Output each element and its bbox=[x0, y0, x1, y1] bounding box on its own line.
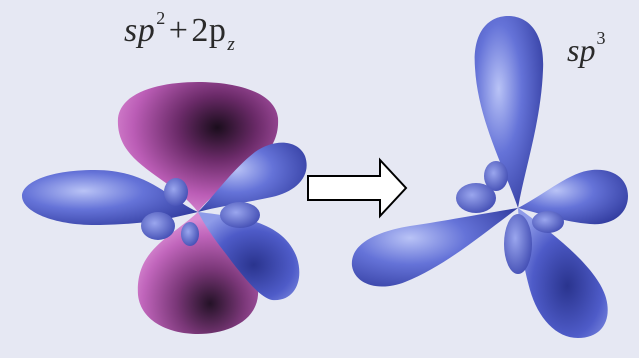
sp2-superscript: 2 bbox=[156, 8, 166, 28]
p-orbital-letter: p bbox=[208, 12, 227, 49]
sp2-plus-2pz-label: sp2+2pz bbox=[124, 8, 235, 56]
pz-coefficient: 2 bbox=[191, 12, 209, 49]
sp2-backlobe-lower-left bbox=[141, 212, 175, 240]
sp3-backlobe-lower bbox=[504, 214, 532, 274]
sp3-label: sp3 bbox=[567, 28, 605, 69]
sp3-lobe-right bbox=[518, 169, 628, 225]
sp3-backlobe-right bbox=[532, 211, 564, 233]
sp3-base-text: sp bbox=[567, 32, 596, 68]
sp3-backlobe-upper bbox=[484, 161, 508, 191]
sp3-lobe-bottom-right bbox=[518, 208, 608, 338]
sp3-lobe-top bbox=[474, 16, 544, 208]
sp3-superscript: 3 bbox=[596, 28, 606, 48]
sp2-base-text: sp bbox=[124, 12, 156, 49]
plus-sign: + bbox=[168, 12, 189, 49]
sp2-backlobe-lower bbox=[181, 222, 199, 246]
sp2-pz-orbital-model bbox=[22, 82, 307, 334]
pz-lobe-top bbox=[117, 82, 279, 212]
sp3-orbital-model bbox=[351, 16, 628, 338]
sp2-lobe-upper-right bbox=[198, 142, 307, 212]
right-arrow-icon bbox=[307, 157, 408, 219]
sp2-lobe-lower-right bbox=[198, 212, 300, 301]
sp3-backlobe-left bbox=[456, 183, 496, 213]
sp2-backlobe-upper-left bbox=[164, 178, 188, 206]
sp2-backlobe-right bbox=[220, 202, 260, 228]
z-subscript: z bbox=[227, 34, 236, 55]
sp2-lobe-left bbox=[22, 170, 198, 226]
sp3-lobe-left bbox=[351, 208, 518, 287]
